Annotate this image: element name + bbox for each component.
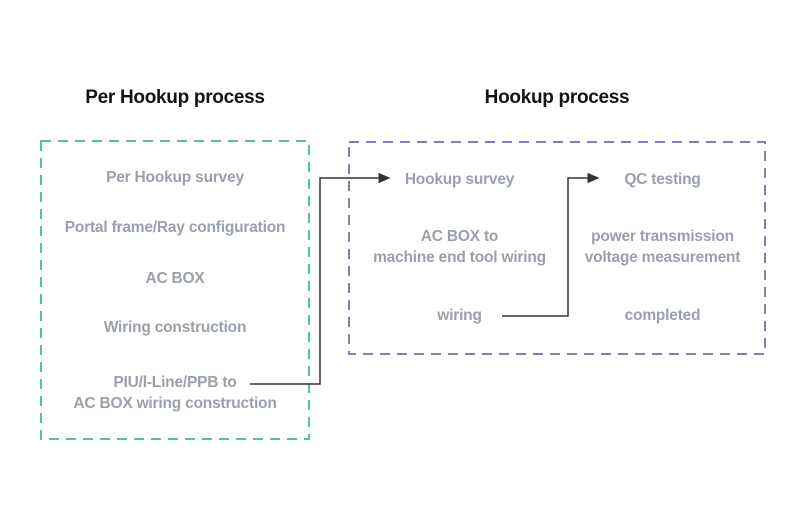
step-wiring-construction: Wiring construction: [103, 319, 247, 336]
step-ac-box-to-machine-end-tool-wiring: AC BOX to machine end tool wiring: [373, 228, 546, 266]
step-per-hookup-survey: Per Hookup survey: [106, 169, 244, 186]
step-ac-box: AC BOX: [145, 270, 205, 287]
hookup-process-title: Hookup process: [484, 87, 630, 108]
per-hookup-process-title: Per Hookup process: [85, 87, 265, 108]
step-portal-frame-ray-configuration: Portal frame/Ray configuration: [64, 219, 286, 236]
step-piu-l-line-ppb-to-ac-box-wiring-construction: PIU/l-Line/PPB to AC BOX wiring construc…: [73, 374, 277, 412]
step-wiring: wiring: [437, 307, 482, 324]
step-completed: completed: [624, 307, 701, 324]
step-qc-testing: QC testing: [624, 171, 701, 188]
step-power-transmission-voltage-measurement: power transmission voltage measurement: [584, 228, 741, 266]
step-hookup-survey: Hookup survey: [404, 171, 515, 188]
